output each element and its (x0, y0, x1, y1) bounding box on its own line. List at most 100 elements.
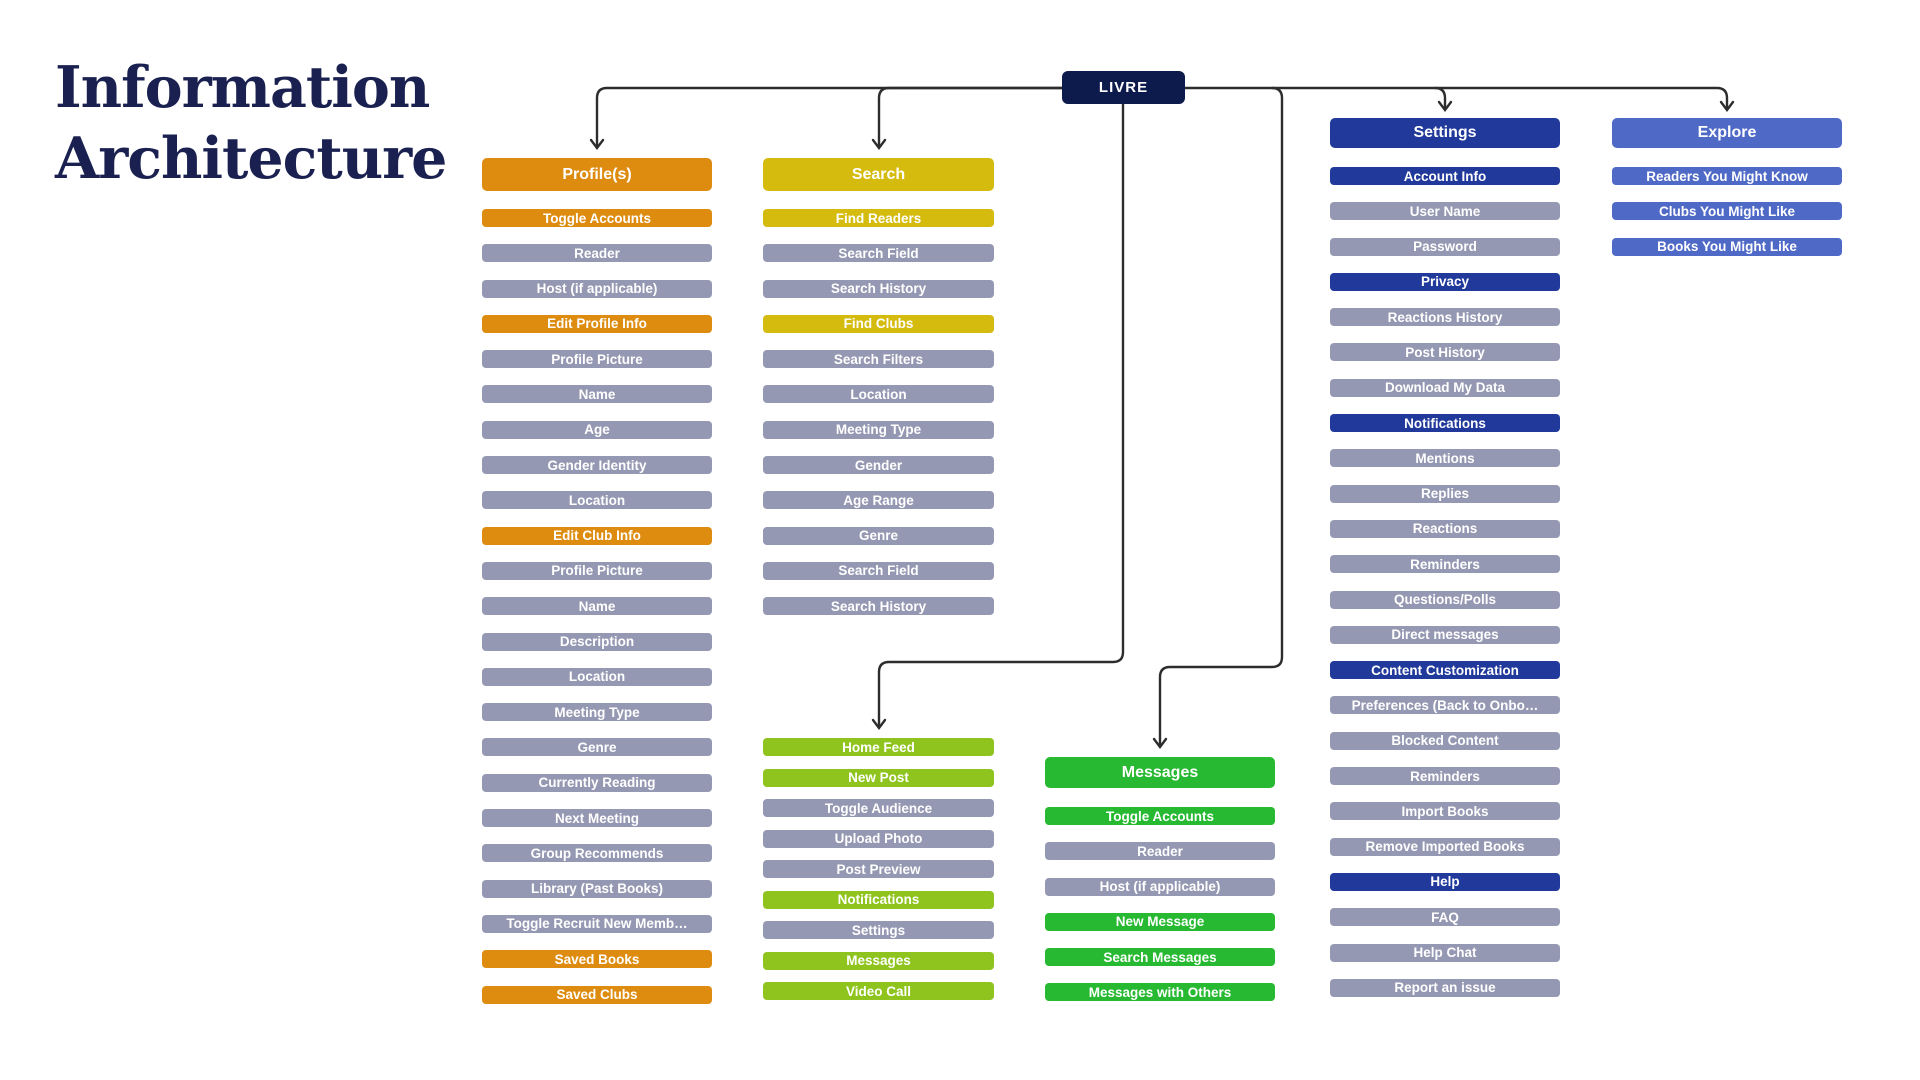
tree-node: Gender Identity (482, 456, 712, 475)
tree-node: Questions/Polls (1330, 590, 1560, 609)
edge-livre-profiles (589, 86, 1062, 150)
tree-node: Toggle Audience (763, 799, 994, 817)
tree-node: Genre (482, 738, 712, 757)
page-title-line2: Architecture (55, 125, 447, 192)
edge-livre-search (871, 86, 1062, 150)
edge-livre-home-feed (871, 104, 1125, 730)
tree-node: Upload Photo (763, 829, 994, 848)
tree-node: Clubs You Might Like (1612, 202, 1842, 221)
edge-livre-messages (1152, 86, 1284, 749)
tree-node: Video Call (763, 982, 994, 1000)
tree-node: Location (482, 667, 712, 686)
edge-livre-settings (1434, 86, 1453, 112)
tree-node: Mentions (1330, 449, 1560, 468)
column-header-explore: Explore (1612, 118, 1842, 148)
tree-node: Edit Club Info (482, 526, 712, 545)
tree-node: Host (if applicable) (1045, 877, 1275, 896)
tree-node: Import Books (1330, 802, 1560, 821)
tree-node: Search History (763, 597, 994, 616)
tree-node: Books You Might Like (1612, 237, 1842, 256)
tree-node: Messages with Others (1045, 983, 1275, 1002)
tree-node: Password (1330, 237, 1560, 256)
tree-node: Name (482, 597, 712, 616)
tree-node: Direct messages (1330, 625, 1560, 644)
tree-node: Report an issue (1330, 978, 1560, 997)
tree-node: Host (if applicable) (482, 279, 712, 298)
page-title: Information Architecture (55, 52, 447, 194)
tree-node: Edit Profile Info (482, 314, 712, 333)
tree-node: Search Filters (763, 350, 994, 369)
tree-node: Reader (1045, 842, 1275, 861)
tree-node: Currently Reading (482, 773, 712, 792)
tree-node: Messages (763, 951, 994, 970)
edge-livre-explore (1185, 86, 1735, 112)
tree-node: Toggle Accounts (482, 209, 712, 227)
tree-node: Search Field (763, 244, 994, 263)
tree-node: Help (1330, 872, 1560, 891)
tree-node: Blocked Content (1330, 731, 1560, 750)
tree-node: Preferences (Back to Onbo… (1330, 696, 1560, 715)
column-header-messages: Messages (1045, 757, 1275, 788)
tree-node: Reminders (1330, 767, 1560, 786)
tree-node: Settings (763, 921, 994, 939)
page-title-line1: Information (55, 54, 430, 121)
tree-node: Download My Data (1330, 378, 1560, 397)
tree-node: Meeting Type (763, 420, 994, 439)
tree-node: Search Messages (1045, 948, 1275, 967)
tree-node: Reactions (1330, 519, 1560, 538)
tree-node: Search Field (763, 561, 994, 580)
tree-node: New Post (763, 768, 994, 787)
tree-node: Saved Clubs (482, 985, 712, 1004)
column-header-home-feed: Home Feed (763, 738, 994, 756)
tree-node: Location (482, 491, 712, 510)
tree-node: Content Customization (1330, 661, 1560, 680)
tree-node: Genre (763, 526, 994, 545)
tree-node: Toggle Recruit New Memb… (482, 914, 712, 933)
tree-node: Group Recommends (482, 844, 712, 863)
tree-node: Profile Picture (482, 561, 712, 580)
tree-node: Find Readers (763, 209, 994, 227)
tree-node: Notifications (1330, 414, 1560, 433)
tree-node: Find Clubs (763, 314, 994, 333)
tree-node: FAQ (1330, 908, 1560, 927)
tree-node: Search History (763, 279, 994, 298)
tree-node: Reader (482, 244, 712, 263)
tree-node: New Message (1045, 912, 1275, 931)
tree-node: Next Meeting (482, 809, 712, 828)
tree-node: Meeting Type (482, 703, 712, 722)
root-node-livre: LIVRE (1062, 71, 1185, 104)
tree-node: Help Chat (1330, 943, 1560, 962)
tree-node: Notifications (763, 890, 994, 909)
tree-node: Post Preview (763, 860, 994, 878)
tree-node: Privacy (1330, 272, 1560, 291)
column-header-search: Search (763, 158, 994, 191)
tree-node: Saved Books (482, 950, 712, 969)
tree-node: Gender (763, 456, 994, 475)
tree-node: User Name (1330, 202, 1560, 221)
tree-node: Reactions History (1330, 308, 1560, 327)
tree-node: Replies (1330, 484, 1560, 503)
tree-node: Description (482, 632, 712, 651)
column-header-settings: Settings (1330, 118, 1560, 148)
tree-node: Toggle Accounts (1045, 807, 1275, 825)
tree-node: Readers You Might Know (1612, 167, 1842, 185)
tree-node: Name (482, 385, 712, 404)
tree-node: Account Info (1330, 167, 1560, 185)
column-header-profiles: Profile(s) (482, 158, 712, 191)
tree-node: Post History (1330, 343, 1560, 362)
tree-node: Age (482, 420, 712, 439)
tree-node: Reminders (1330, 555, 1560, 574)
tree-node: Age Range (763, 491, 994, 510)
